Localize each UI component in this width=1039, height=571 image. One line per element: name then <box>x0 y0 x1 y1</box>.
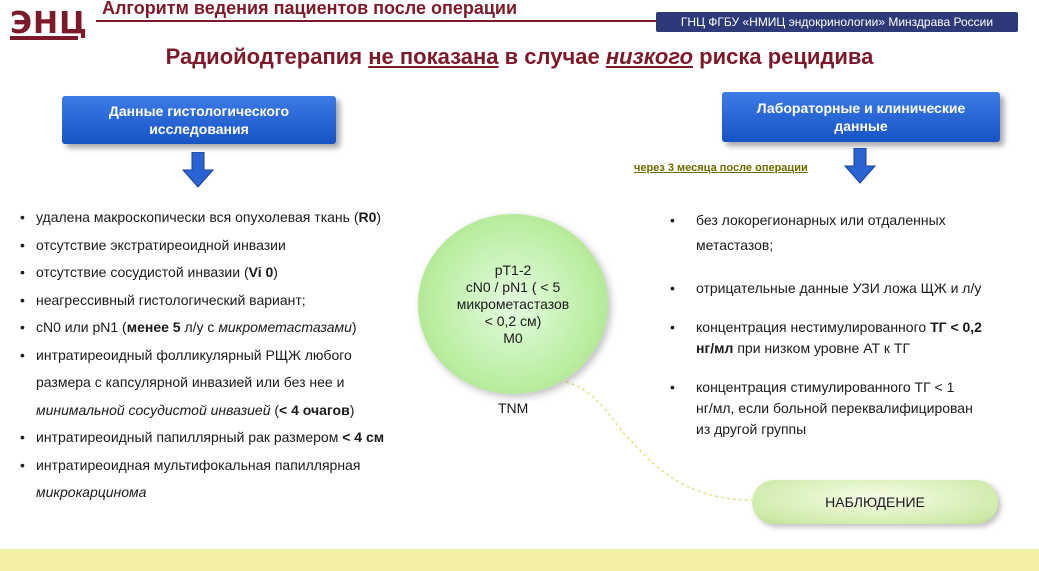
box-label: исследования <box>149 121 249 137</box>
slide-title: Радиойодтерапия не показана в случае низ… <box>0 44 1039 70</box>
box-label: данные <box>834 118 888 134</box>
list-item: отсутствие сосудистой инвазии (Vi 0) <box>18 259 438 287</box>
tnm-label: TNM <box>498 400 529 416</box>
box-label: Лабораторные и клинические <box>756 100 966 116</box>
logo: ЭНЦ <box>10 6 88 41</box>
circle-line: pT1-2 <box>494 261 532 278</box>
lab-clinical-box: Лабораторные и клинические данные <box>722 92 1000 142</box>
circle-line: M0 <box>503 329 523 346</box>
circle-line: микрометастазов <box>456 295 570 312</box>
lab-criteria-list: без локорегионарных или отдаленныхметаст… <box>668 208 1028 440</box>
organization-badge: ГНЦ ФГБУ «НМИЦ эндокринологии» Минздрава… <box>656 12 1018 32</box>
list-item: интратиреоидный фолликулярный РЩЖ любого <box>18 342 438 370</box>
list-item: отрицательные данные УЗИ ложа ЩЖ и л/у <box>668 278 1028 299</box>
title-part: Радиойодтерапия <box>165 44 363 69</box>
observation-oval: НАБЛЮДЕНИЕ <box>752 480 998 524</box>
list-item: интратиреоидный папиллярный рак размером… <box>18 424 438 452</box>
circle-line: < 0,2 см) <box>484 312 542 329</box>
histology-criteria-list: удалена макроскопически вся опухолевая т… <box>18 204 438 507</box>
list-item: отсутствие экстратиреоидной инвазии <box>18 232 438 260</box>
title-emphasis-italic: низкого <box>605 44 694 69</box>
arrow-down-icon <box>182 152 214 188</box>
list-item: без локорегионарных или отдаленныхметаст… <box>668 208 1028 258</box>
box-label: Данные гистологического <box>108 103 290 119</box>
arrow-down-icon <box>844 148 876 184</box>
list-item: cN0 или pN1 (менее 5 л/у с микрометастаз… <box>18 314 438 342</box>
list-item: интратиреоидная мультифокальная папилляр… <box>18 452 438 480</box>
list-item: неагрессивный гистологический вариант; <box>18 287 438 315</box>
list-item: концентрация нестимулированного ТГ < 0,2… <box>668 317 1028 359</box>
logo-underline <box>10 36 78 40</box>
list-item: концентрация стимулированного ТГ < 1нг/м… <box>668 377 1028 440</box>
histology-box: Данные гистологического исследования <box>62 96 336 144</box>
tnm-criteria-circle: pT1-2 cN0 / pN1 ( < 5 микрометастазов < … <box>418 214 608 394</box>
timing-note: через 3 месяца после операции <box>634 162 808 174</box>
header-divider <box>96 20 656 22</box>
circle-line: cN0 / pN1 ( < 5 <box>465 278 561 295</box>
title-part: в случае <box>504 44 600 69</box>
list-item-continuation: микрокарцинома <box>36 484 147 500</box>
list-item-continuation: размера с капсулярной инвазией или без н… <box>36 374 345 390</box>
header-title: Алгоритм ведения пациентов после операци… <box>102 0 518 18</box>
title-part: риска рецидива <box>699 44 874 69</box>
list-item-continuation: минимальной сосудистой инвазией (< 4 оча… <box>36 401 355 418</box>
bottom-bar <box>0 549 1039 571</box>
title-emphasis: не показана <box>368 44 499 69</box>
list-item: удалена макроскопически вся опухолевая т… <box>18 204 438 232</box>
